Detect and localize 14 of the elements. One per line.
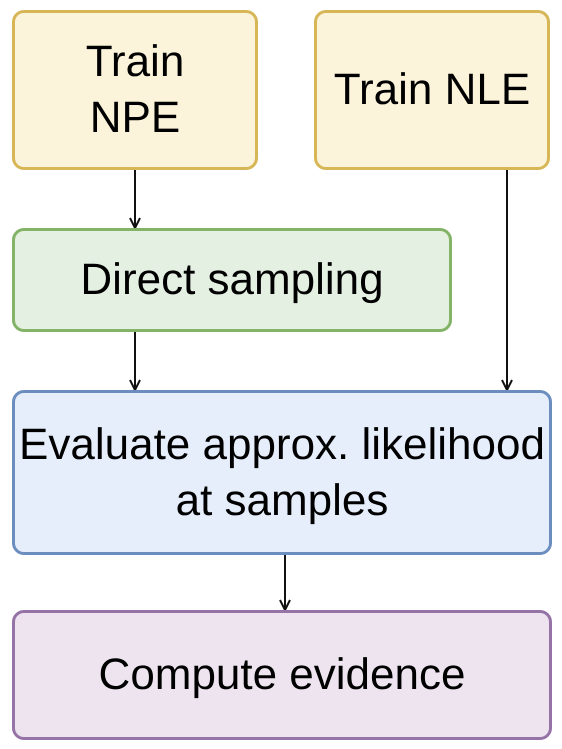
arrow [279, 555, 291, 611]
box-label: Train NLE [332, 64, 532, 116]
arrow [129, 332, 141, 391]
box-label: Train NPE [84, 36, 186, 144]
process-box [12, 610, 552, 740]
box-label: Evaluate approx. likelihood at samples [18, 418, 546, 526]
arrow [501, 170, 513, 391]
arrow [129, 170, 141, 229]
process-box [12, 228, 452, 332]
box-label: Direct sampling [79, 254, 385, 306]
process-box [12, 390, 552, 555]
process-box [12, 10, 258, 170]
box-label: Compute evidence [98, 649, 466, 701]
process-box [314, 10, 550, 170]
